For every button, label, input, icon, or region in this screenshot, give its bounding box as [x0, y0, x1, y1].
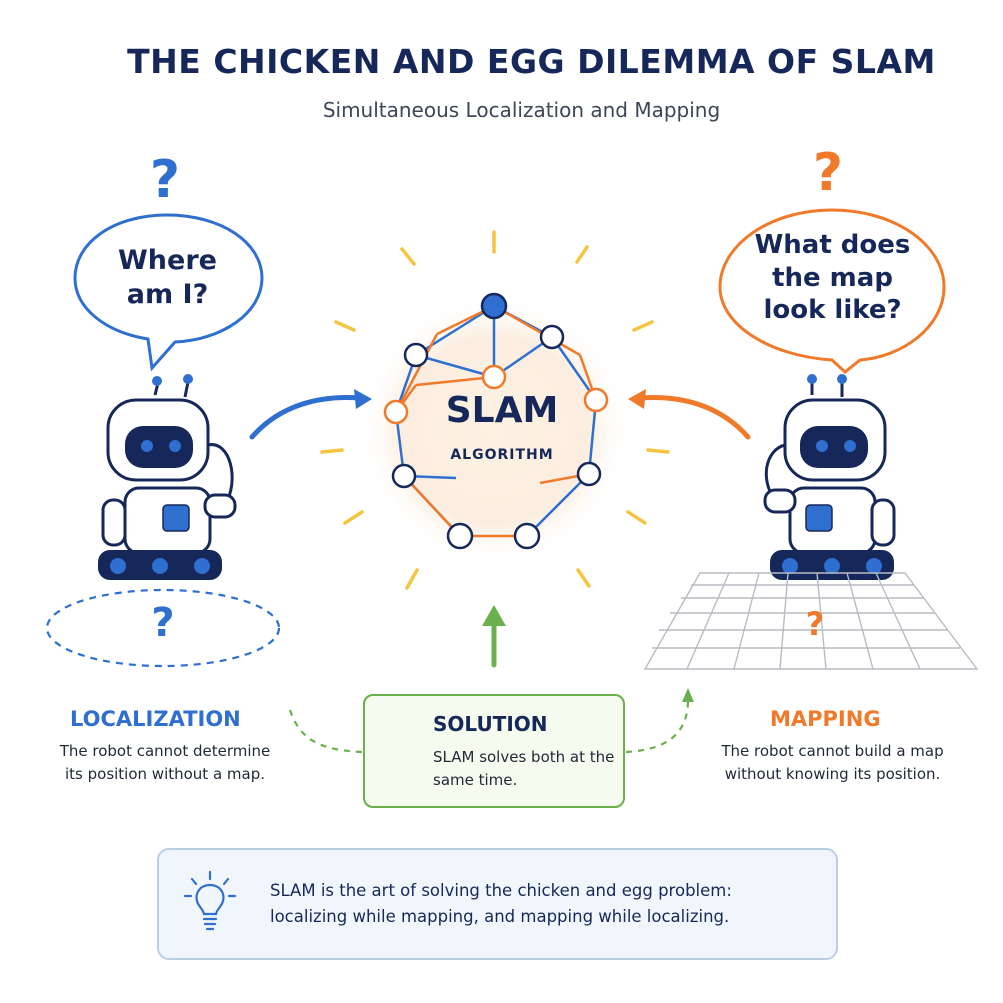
- localization-desc-line1: The robot cannot determine: [59, 742, 271, 760]
- left-bubble-text: Where am I?: [95, 244, 240, 312]
- slam-subtitle: ALGORITHM: [450, 447, 554, 463]
- right-bubble-line3: look like?: [763, 295, 902, 325]
- dashed-arrowhead: [682, 688, 694, 702]
- slam-title: SLAM: [445, 390, 559, 431]
- left-question-mark: ?: [149, 150, 181, 210]
- mapping-title: MAPPING: [770, 707, 881, 731]
- solution-title: SOLUTION: [433, 712, 548, 736]
- localization-desc: The robot cannot determine its position …: [30, 740, 300, 787]
- solution-desc: SLAM solves both at the same time.: [433, 746, 618, 791]
- right-bubble-text: What does the map look like?: [730, 229, 935, 327]
- summary-note-line1: SLAM is the art of solving the chicken a…: [270, 881, 732, 900]
- blue-arrow: [249, 389, 372, 440]
- solution-box: [363, 694, 625, 808]
- grid-question-mark: ?: [805, 605, 825, 643]
- mapping-desc-line1: The robot cannot build a map: [721, 742, 944, 760]
- summary-note-text: SLAM is the art of solving the chicken a…: [270, 878, 815, 929]
- map-grid: [643, 572, 979, 670]
- page-subtitle: Simultaneous Localization and Mapping: [322, 98, 721, 122]
- right-question-mark: ?: [812, 143, 844, 203]
- left-speech-bubble: [73, 213, 264, 372]
- solution-desc-line2: same time.: [433, 770, 518, 789]
- left-bubble-line2: am I?: [126, 278, 209, 310]
- sun-rays: [320, 230, 670, 590]
- right-speech-bubble: [718, 208, 946, 374]
- lightbulb-icon: [183, 870, 237, 931]
- summary-note-box: [157, 848, 838, 960]
- orange-arrow: [628, 389, 751, 440]
- localization-title: LOCALIZATION: [70, 707, 241, 731]
- right-robot: [763, 374, 896, 580]
- slam-glow: [360, 295, 630, 565]
- mapping-desc-line2: without knowing its position.: [724, 765, 941, 784]
- dashed-connectors: [288, 699, 690, 754]
- left-robot: [98, 374, 237, 580]
- mapping-desc: The robot cannot build a map without kno…: [700, 740, 965, 787]
- right-bubble-line1: What does: [754, 230, 911, 260]
- solution-desc-line1: SLAM solves both at the: [433, 748, 615, 766]
- dashed-position-ellipse: [45, 588, 281, 668]
- green-up-arrow: [482, 605, 506, 668]
- summary-note-line2: localizing while mapping, and mapping wh…: [270, 906, 730, 926]
- localization-desc-line2: its position without a map.: [64, 765, 266, 784]
- page-title: THE CHICKEN AND EGG DILEMMA OF SLAM: [127, 42, 936, 81]
- right-bubble-line2: the map: [772, 262, 893, 293]
- left-bubble-line1: Where: [118, 245, 217, 276]
- slam-network: [383, 292, 609, 550]
- ground-question-mark: ?: [151, 600, 175, 646]
